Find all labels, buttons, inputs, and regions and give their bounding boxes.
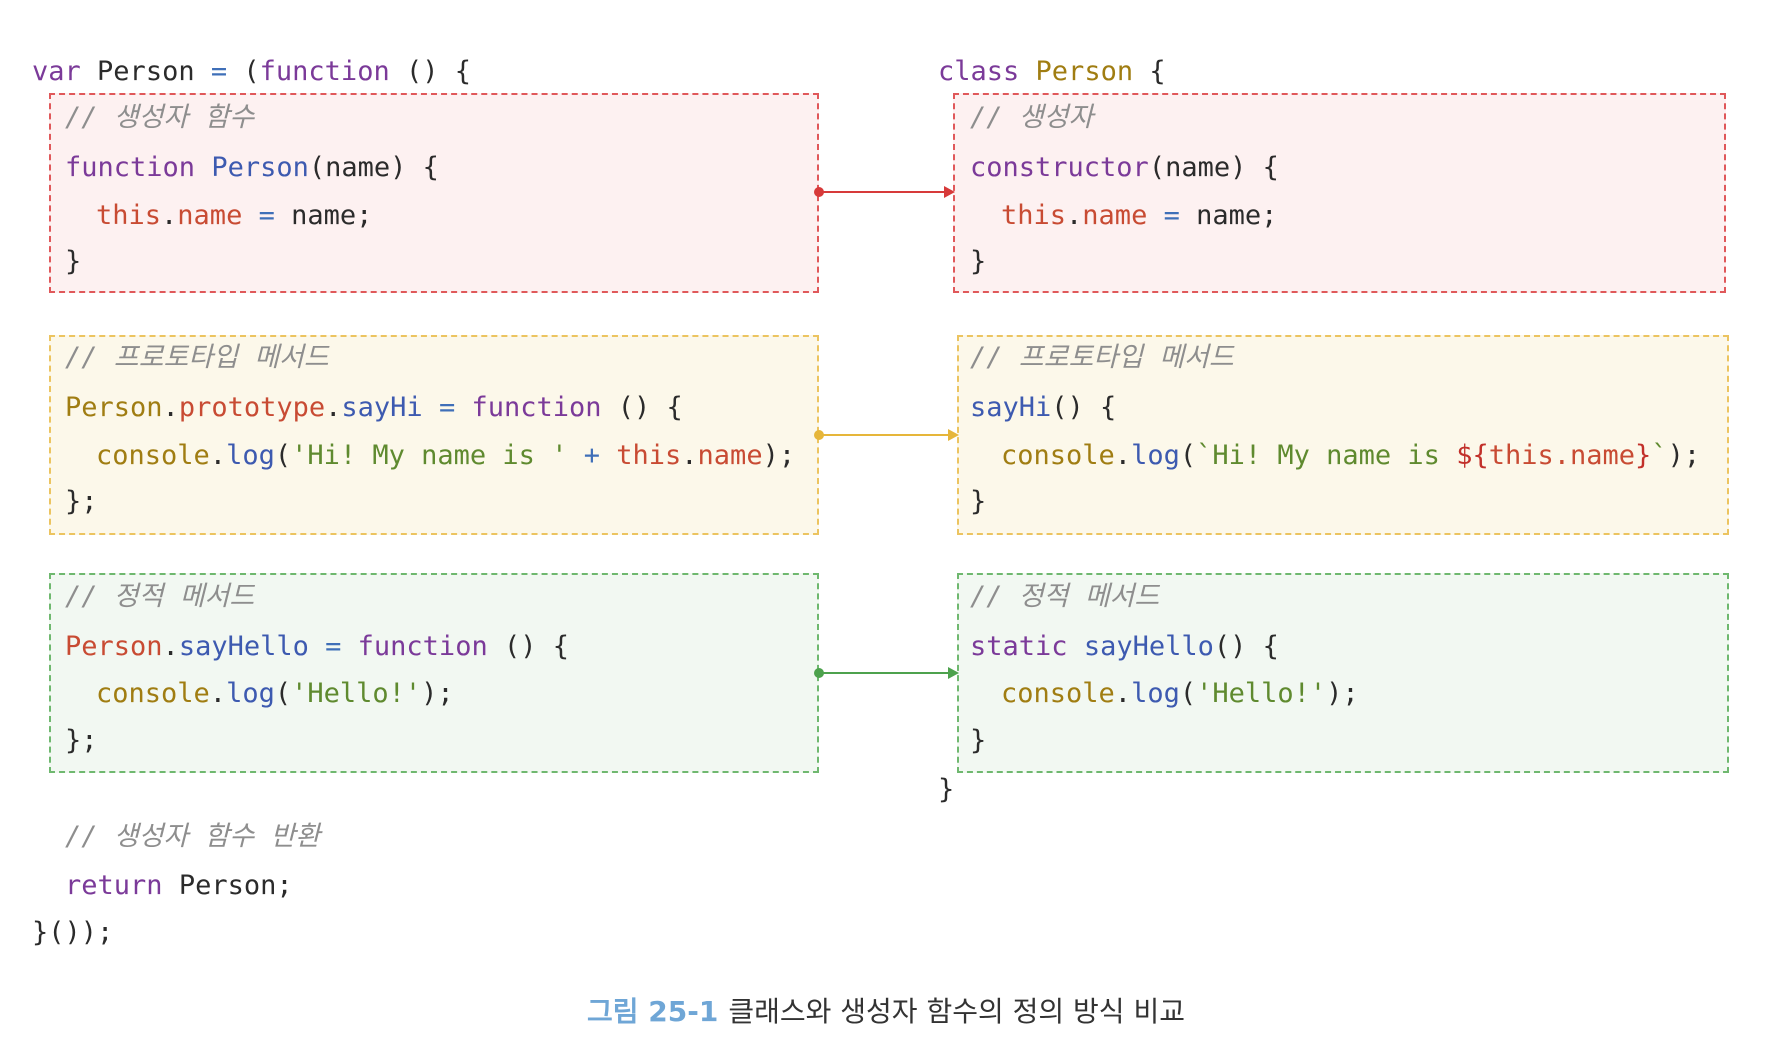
left-proto-line-1: Person.prototype.sayHi = function () { <box>65 392 683 423</box>
right-proto-line-3: } <box>970 486 987 517</box>
left-constructor-box <box>49 93 819 293</box>
left-close-line: }()); <box>32 917 114 948</box>
constructor-arrow <box>814 186 955 198</box>
right-static-line-3: } <box>970 725 987 756</box>
right-ctor-comment: // 생성자 <box>970 102 1094 133</box>
left-return-comment: // 생성자 함수 반환 <box>65 821 321 852</box>
figure-label: 그림 25-1 <box>586 995 719 1028</box>
right-ctor-line-3: } <box>970 246 987 277</box>
right-static-line-2: console.log('Hello!'); <box>1001 678 1359 709</box>
right-header-line: class Person { <box>938 56 1166 87</box>
right-static-line-1: static sayHello() { <box>970 631 1279 662</box>
prototype-arrow <box>814 429 959 441</box>
right-constructor-box <box>953 93 1726 293</box>
figure-caption: 그림 25-1 클래스와 생성자 함수의 정의 방식 비교 <box>0 990 1772 1030</box>
left-proto-line-3: }; <box>65 486 98 517</box>
right-proto-line-1: sayHi() { <box>970 392 1117 423</box>
left-ctor-comment: // 생성자 함수 <box>65 102 255 133</box>
left-static-line-1: Person.sayHello = function () { <box>65 631 569 662</box>
left-proto-comment: // 프로토타입 메서드 <box>65 342 329 373</box>
left-static-comment: // 정적 메서드 <box>65 581 255 612</box>
left-ctor-line-1: function Person(name) { <box>65 152 439 183</box>
left-ctor-line-2: this.name = name; <box>96 200 373 231</box>
left-header-line: var Person = (function () { <box>32 56 471 87</box>
right-prototype-box <box>957 335 1729 535</box>
static-arrow <box>814 667 959 679</box>
right-proto-line-2: console.log(`Hi! My name is ${this.name}… <box>1001 440 1701 471</box>
right-static-comment: // 정적 메서드 <box>970 581 1160 612</box>
right-ctor-line-2: this.name = name; <box>1001 200 1278 231</box>
right-close-line: } <box>938 774 955 805</box>
left-ctor-line-3: } <box>65 246 82 277</box>
left-return-line: return Person; <box>65 870 293 901</box>
left-static-box <box>49 573 819 773</box>
left-static-line-3: }; <box>65 725 98 756</box>
right-ctor-line-1: constructor(name) { <box>970 152 1279 183</box>
right-static-box <box>957 573 1729 773</box>
figure-title: 클래스와 생성자 함수의 정의 방식 비교 <box>728 995 1185 1028</box>
left-proto-line-2: console.log('Hi! My name is ' + this.nam… <box>96 440 796 471</box>
left-prototype-box <box>49 335 819 535</box>
right-proto-comment: // 프로토타입 메서드 <box>970 342 1234 373</box>
left-static-line-2: console.log('Hello!'); <box>96 678 454 709</box>
